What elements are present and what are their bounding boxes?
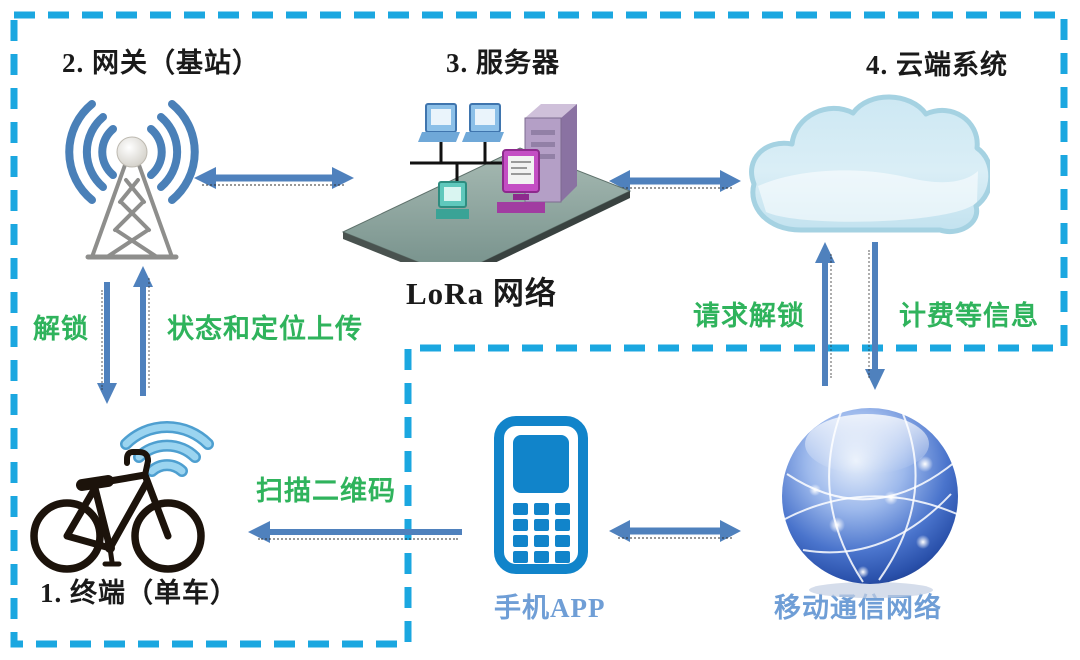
arrow-shadow bbox=[148, 278, 150, 388]
mobile-phone-icon bbox=[494, 416, 588, 574]
server-node-label: 3. 服务器 bbox=[446, 48, 560, 78]
server-cluster-icon bbox=[341, 103, 632, 262]
scan-qr-flow-label: 扫描二维码 bbox=[256, 476, 396, 506]
arrow-unlock-down bbox=[97, 282, 117, 404]
globe-network-icon bbox=[782, 408, 958, 598]
request-unlock-flow-label: 请求解锁 bbox=[693, 301, 805, 331]
terminal-node-label: 1. 终端（单车） bbox=[40, 578, 238, 608]
arrow-shadow bbox=[830, 254, 832, 378]
arrow-shadow bbox=[868, 250, 870, 378]
arrow-billing-down bbox=[865, 242, 885, 390]
arrow-phone-mobile-network bbox=[609, 520, 741, 542]
arrow-shadow bbox=[618, 187, 732, 189]
arrow-shadow bbox=[618, 537, 732, 539]
arrow-shadow bbox=[258, 538, 458, 540]
arrow-status-upload-up bbox=[133, 266, 153, 396]
mobile-network-label: 移动通信网络 bbox=[774, 593, 942, 623]
console-pc-icon bbox=[497, 149, 545, 213]
workstation-icon bbox=[436, 181, 469, 219]
phone-keypad bbox=[513, 503, 570, 563]
arrow-server-cloud bbox=[609, 170, 741, 192]
arrow-request-unlock-up bbox=[815, 242, 835, 386]
arrow-scan-qr bbox=[248, 521, 462, 543]
status-upload-flow-label: 状态和定位上传 bbox=[167, 314, 363, 344]
bicycle-icon bbox=[30, 449, 205, 573]
cloud-icon bbox=[749, 94, 990, 234]
lora-network-title: LoRa 网络 bbox=[406, 276, 557, 311]
cloud-node-label: 4. 云端系统 bbox=[866, 50, 1008, 80]
arrow-shadow bbox=[101, 290, 103, 390]
unlock-flow-label: 解锁 bbox=[33, 314, 89, 344]
gateway-node-label: 2. 网关（基站） bbox=[62, 48, 260, 78]
phone-app-label: 手机APP bbox=[494, 593, 606, 623]
arrow-shadow bbox=[202, 184, 344, 186]
workstation-icon bbox=[462, 103, 504, 142]
arrow-gateway-server bbox=[194, 167, 354, 189]
glint-stars bbox=[809, 456, 933, 578]
billing-info-flow-label: 计费等信息 bbox=[899, 301, 1039, 331]
antenna-tower-icon bbox=[65, 100, 199, 260]
workstation-icon bbox=[418, 103, 460, 142]
